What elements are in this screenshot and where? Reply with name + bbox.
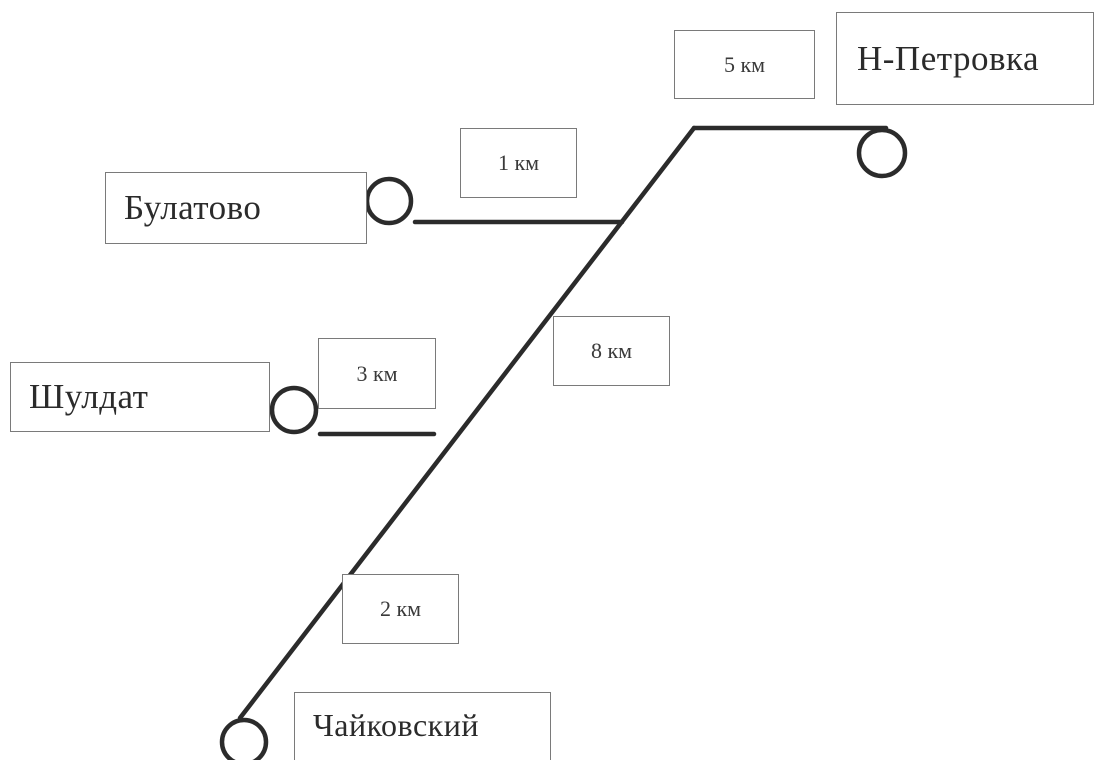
shuldat-marker	[269, 385, 319, 435]
main-road-line	[237, 125, 697, 721]
town-name: Чайковский	[313, 707, 479, 743]
distance-text: 5 км	[723, 51, 766, 77]
distance-label-bulatovo: 1 км	[460, 128, 577, 198]
distance-label-n-petrovka: 5 км	[674, 30, 815, 99]
distance-text: 1 км	[497, 150, 540, 175]
distance-label-chaikovsky: 2 км	[342, 574, 459, 644]
n-petrovka-marker	[856, 127, 908, 179]
distance-text: 8 км	[590, 338, 633, 363]
distance-text: 3 км	[356, 360, 398, 386]
distance-text: 2 км	[379, 596, 422, 621]
chaikovsky-marker	[219, 717, 269, 760]
town-bulatovo: Булатово	[105, 172, 367, 244]
distance-label-middle: 8 км	[553, 316, 670, 386]
distance-label-shuldat: 3 км	[318, 338, 436, 409]
town-name: Шулдат	[29, 377, 149, 416]
town-name: Булатово	[124, 188, 262, 227]
town-n-petrovka: Н-Петровка	[836, 12, 1094, 105]
town-name: Н-Петровка	[857, 38, 1039, 78]
bulatovo-marker	[364, 176, 414, 226]
town-chaikovsky: Чайковский	[294, 692, 551, 760]
town-shuldat: Шулдат	[10, 362, 270, 432]
segment-tick-mark	[475, 378, 489, 388]
